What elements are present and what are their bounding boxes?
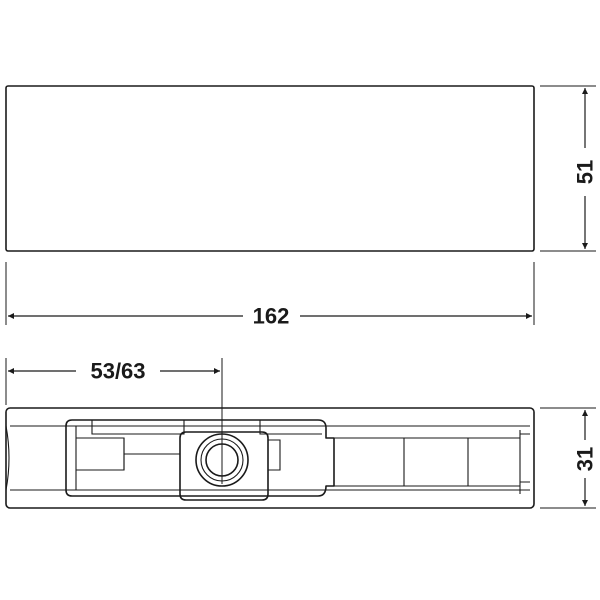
tab-left	[91, 420, 185, 435]
bottom-outline	[5, 407, 535, 509]
screw-boss	[179, 431, 269, 501]
screw-hole-outer	[195, 433, 249, 487]
tab-right	[259, 420, 322, 435]
height-dimension: 51	[540, 85, 598, 252]
front-view	[5, 85, 535, 252]
right-lip	[520, 433, 530, 483]
screw-hole-thread	[200, 438, 244, 482]
length-dimension-label: 162	[253, 304, 290, 329]
recess-pocket	[65, 419, 335, 497]
rim-lines	[10, 425, 530, 491]
left-lip	[5, 425, 10, 491]
height-dimension-label: 51	[573, 160, 598, 184]
length-dimension: 162	[5, 262, 535, 329]
offset-dimension-label: 53/63	[90, 359, 145, 384]
pocket-step-left	[75, 426, 125, 490]
boss-rib-right	[268, 439, 281, 471]
front-face-outline	[5, 85, 535, 252]
bottom-view	[5, 407, 535, 509]
pocket-rib-left	[123, 438, 180, 470]
offset-dimension: 53/63	[5, 358, 223, 484]
depth-dimension: 31	[540, 407, 598, 509]
depth-dimension-label: 31	[573, 447, 598, 471]
cell-rails	[334, 437, 520, 487]
screw-hole-inner	[205, 443, 239, 477]
